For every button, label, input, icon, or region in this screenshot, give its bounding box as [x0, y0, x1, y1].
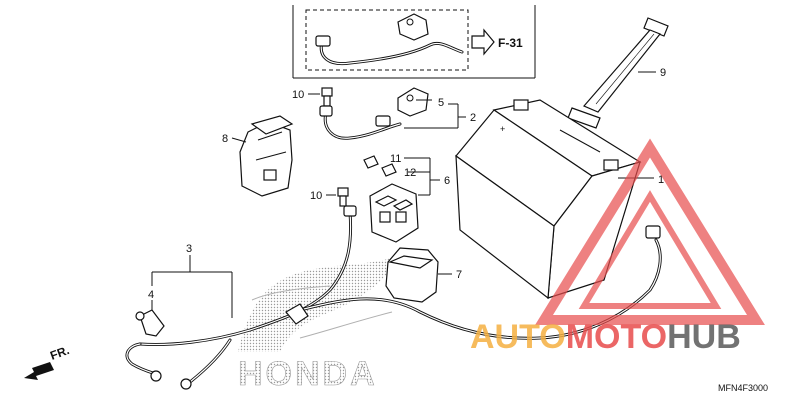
bolt-part-top: [321, 87, 333, 107]
callout-2: 2: [470, 112, 476, 124]
callout-6: 6: [444, 175, 450, 187]
callout-4: 4: [148, 289, 154, 301]
site-watermark-part3: HUB: [667, 318, 741, 356]
fuse-box-cover-part: [385, 247, 439, 303]
drawing-code: MFN4F3000: [718, 383, 768, 393]
battery-cable-part: [319, 87, 429, 140]
callout-1: 1: [658, 174, 664, 186]
front-direction-arrow: [24, 362, 54, 380]
callout-10-top: 10: [292, 89, 304, 101]
callout-3: 3: [186, 243, 192, 255]
callout-5: 5: [438, 97, 444, 109]
site-watermark-part2: MOTO: [566, 318, 667, 356]
site-watermark-text: AUTOMOTOHUB: [470, 318, 741, 356]
callout-8: 8: [222, 133, 228, 145]
relay-cover-part: [239, 115, 294, 197]
bolt-part-lower: [337, 187, 349, 207]
callout-9: 9: [660, 67, 666, 79]
terminal-boot-part: [135, 309, 165, 337]
battery-part: +: [455, 99, 642, 300]
honda-watermark-text: HONDA: [238, 355, 378, 393]
callout-12: 12: [404, 167, 416, 179]
callout-11: 11: [390, 153, 401, 165]
front-label: FR.: [48, 343, 71, 363]
honda-wing-watermark: [238, 252, 405, 352]
svg-text:+: +: [500, 124, 505, 134]
see-page-arrow: [471, 28, 495, 56]
site-watermark-part1: AUTO: [470, 318, 566, 356]
fuse-parts: [363, 155, 397, 177]
wire-harness-part: [125, 205, 662, 390]
reference-page-label: F-31: [498, 36, 523, 50]
callout-7: 7: [456, 269, 462, 281]
fuse-box-part: [369, 183, 419, 243]
reference-inset-box: [292, 5, 536, 79]
battery-strap-part: [567, 17, 669, 129]
callout-10-lower: 10: [310, 190, 322, 202]
warning-triangle-watermark: [535, 138, 765, 325]
